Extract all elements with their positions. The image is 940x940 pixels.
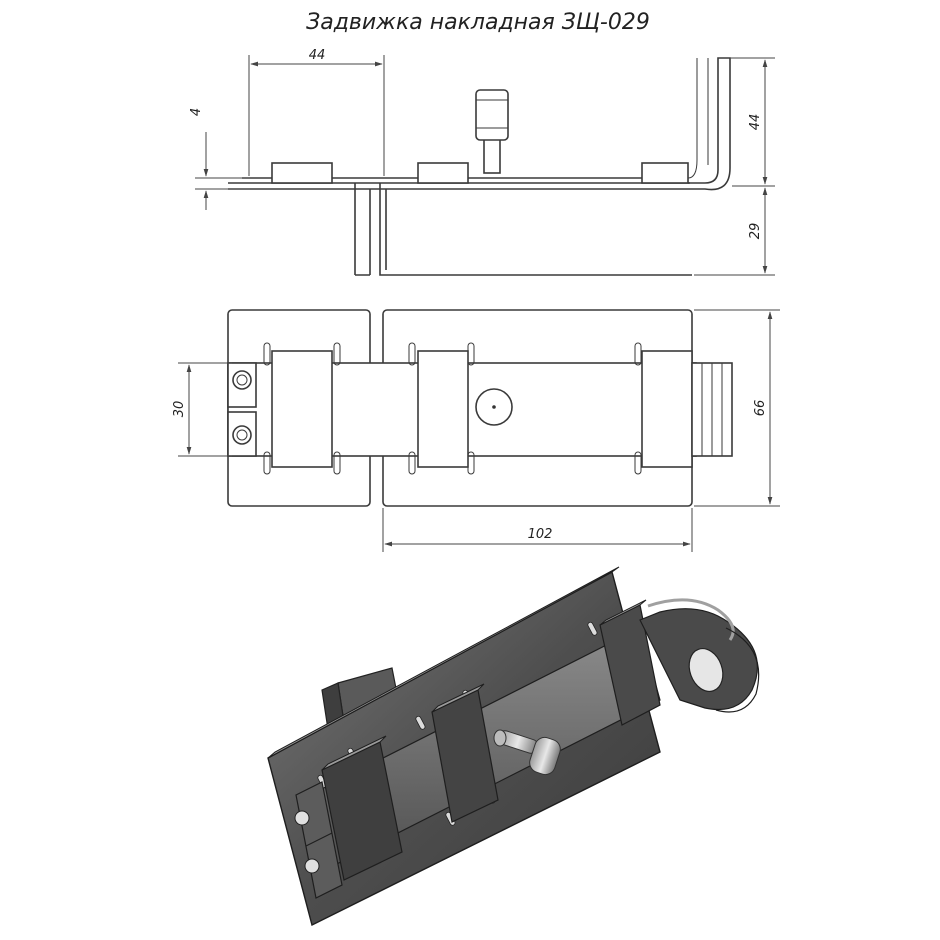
dim-strike-depth: 29 xyxy=(748,223,763,240)
dim-plate-thickness: 4 xyxy=(189,108,204,116)
dim-plate-length: 102 xyxy=(528,527,553,542)
dim-plate-height: 66 xyxy=(753,400,768,417)
dim-top-width: 44 xyxy=(309,48,326,63)
front-view: 30 66 102 xyxy=(172,309,780,552)
drawing-title: Задвижка накладная ЗЩ-029 xyxy=(306,10,650,35)
side-view: 44 4 44 29 xyxy=(189,48,775,276)
dim-bracket-height: 44 xyxy=(748,114,763,131)
dim-bolt-width: 30 xyxy=(172,401,187,418)
latch-3d-render xyxy=(267,566,760,927)
